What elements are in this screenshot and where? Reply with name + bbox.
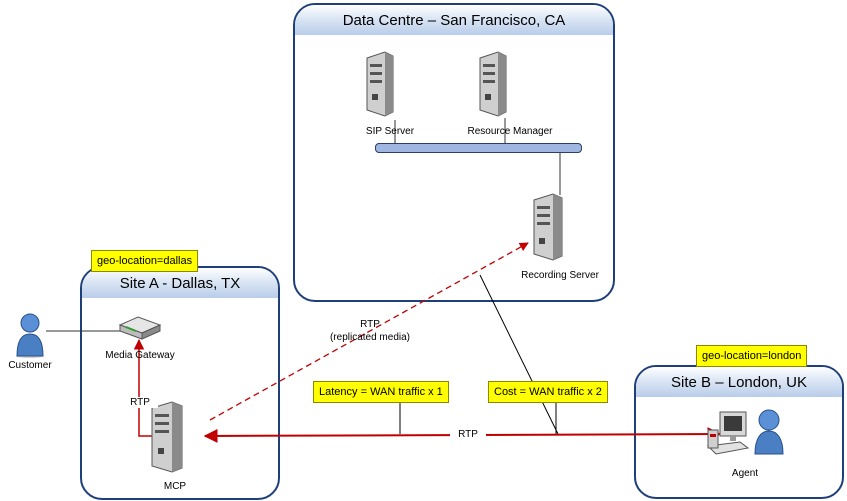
customer-label: Customer bbox=[8, 360, 52, 371]
agent-label: Agent bbox=[731, 468, 759, 479]
rtp-replicated-label-1: RTP bbox=[360, 319, 380, 330]
resource-manager-icon bbox=[478, 50, 508, 118]
cost-leader bbox=[479, 274, 559, 435]
media-gateway-icon bbox=[118, 315, 162, 341]
rtp-agent-label: RTP bbox=[450, 429, 486, 440]
site-b-title: Site B – London, UK bbox=[636, 367, 842, 397]
datacentre-title: Data Centre – San Francisco, CA bbox=[295, 5, 613, 35]
agent-workstation-icon bbox=[706, 408, 750, 458]
dallas-geo-tag: geo-location=dallas bbox=[91, 250, 199, 272]
recording-server-label: Recording Server bbox=[521, 270, 599, 281]
agent-person-icon bbox=[752, 408, 786, 456]
sip-server-icon bbox=[365, 50, 395, 118]
mcp-label: MCP bbox=[163, 481, 187, 492]
media-gateway-label: Media Gateway bbox=[105, 350, 175, 361]
rtp-replicated-label-2: (replicated media) bbox=[329, 332, 411, 343]
site-a-title: Site A - Dallas, TX bbox=[82, 268, 278, 298]
network-bus bbox=[375, 143, 582, 153]
rtp-gateway-label: RTP bbox=[122, 397, 158, 408]
cost-tag: Cost = WAN traffic x 2 bbox=[488, 381, 608, 403]
mcp-server-icon bbox=[150, 400, 184, 474]
latency-tag: Latency = WAN traffic x 1 bbox=[313, 381, 449, 403]
site-a-region: Site A - Dallas, TX bbox=[80, 266, 280, 500]
rtp-replicated-media bbox=[209, 242, 529, 421]
site-b-region: Site B – London, UK bbox=[634, 365, 844, 499]
resource-manager-label: Resource Manager bbox=[467, 126, 553, 137]
london-geo-tag: geo-location=london bbox=[696, 345, 808, 367]
sip-server-label: SIP Server bbox=[365, 126, 415, 137]
recording-server-icon bbox=[532, 192, 564, 262]
customer-person-icon bbox=[14, 312, 46, 358]
